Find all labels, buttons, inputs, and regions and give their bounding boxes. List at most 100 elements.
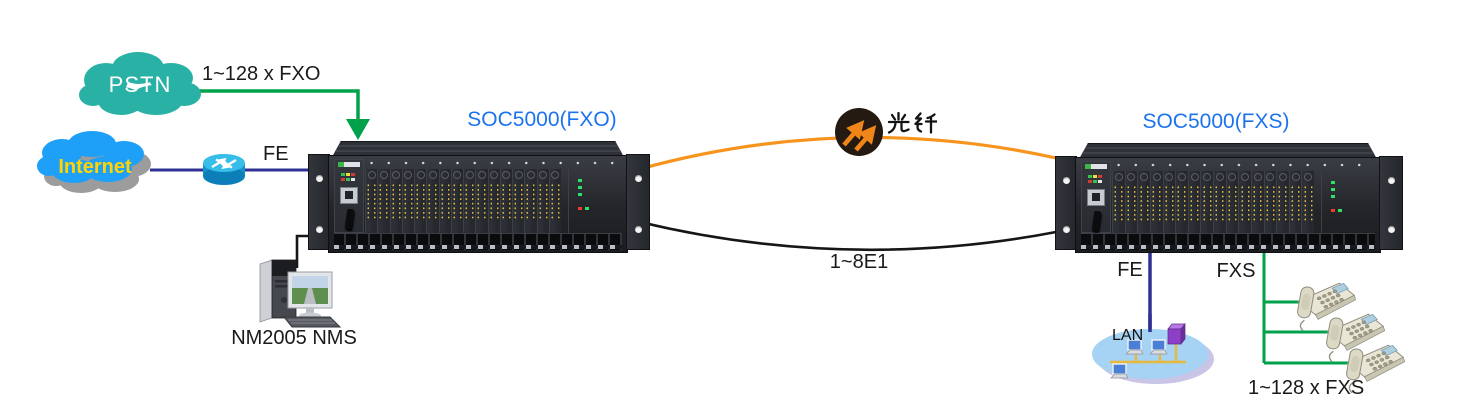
soc5000-fxs-title: SOC5000(FXS) (1142, 110, 1290, 133)
line-card (463, 169, 477, 233)
pstn-label: PSTN (108, 72, 172, 97)
line-card (1124, 171, 1138, 233)
card-handle (490, 171, 499, 179)
card-slots (1112, 171, 1315, 233)
chassis-body (328, 155, 628, 253)
line-card (1276, 171, 1290, 233)
connector-pins (1081, 245, 1375, 249)
connector-strip (334, 233, 622, 250)
toggle-switch (344, 208, 354, 230)
line-card (1301, 171, 1315, 233)
line-card (1149, 171, 1164, 233)
line-card (1137, 171, 1151, 233)
line-card (1162, 171, 1176, 233)
card-handle (416, 171, 425, 179)
toggle-switch (1091, 210, 1101, 232)
channel-leds (389, 183, 403, 220)
channel-leds (450, 183, 464, 220)
card-handle (1190, 173, 1199, 181)
channel-leds (1263, 185, 1277, 222)
card-handle (379, 171, 388, 179)
channel-leds (1251, 185, 1265, 222)
fxo-trunk-arrowhead (346, 119, 370, 140)
chassis-lid (1079, 143, 1377, 159)
alarm-led (578, 207, 582, 210)
fxo-trunk-line (197, 89, 360, 121)
card-handle (428, 171, 437, 179)
line-card (1288, 171, 1303, 233)
channel-leds (524, 183, 538, 220)
line-card (1187, 171, 1202, 233)
channel-leds (1238, 185, 1252, 222)
mount-ear-right (1379, 156, 1403, 250)
e1-arc (639, 220, 1057, 252)
mount-ear-left (308, 154, 330, 250)
channel-leds (438, 183, 452, 220)
ethernet-port-inner (345, 191, 353, 199)
card-handle (1253, 173, 1262, 181)
card-handle (539, 171, 548, 179)
chassis-lid (332, 141, 624, 157)
channel-leds (1162, 185, 1176, 222)
line-card (524, 169, 538, 233)
control-card (334, 159, 364, 233)
soc5000-fxs-chassis (1055, 143, 1403, 253)
brand-logo (1085, 164, 1107, 169)
channel-leds (426, 183, 440, 220)
channel-leds (512, 183, 526, 220)
e1-label: 1~8E1 (829, 251, 889, 273)
channel-leds (365, 183, 379, 220)
channel-leds (401, 183, 415, 220)
card-handle (1127, 173, 1136, 181)
connector-strip (1081, 233, 1375, 250)
screw-hole (315, 175, 323, 182)
power-card (568, 169, 599, 233)
card-handle (367, 171, 376, 179)
line-card (426, 169, 440, 233)
lan-server-icon (1167, 323, 1186, 345)
card-handle (1152, 173, 1161, 181)
card-handle (551, 171, 560, 179)
screw-hole (634, 175, 642, 182)
line-card (548, 169, 562, 233)
fxs-subscribers-label: 1~128 x FXS (1248, 377, 1365, 399)
card-handle (453, 171, 462, 179)
lan-pc-icons (1110, 339, 1168, 379)
connector-pins (334, 245, 622, 249)
chassis-body (1075, 157, 1381, 253)
screw-hole (1387, 177, 1395, 184)
line-card (438, 169, 452, 233)
channel-leds (536, 183, 550, 220)
channel-leds (1150, 185, 1164, 222)
line-card (1250, 171, 1265, 233)
line-card (475, 169, 489, 233)
power-card (1321, 171, 1352, 233)
card-handle (441, 171, 450, 179)
card-screw-row (363, 157, 617, 169)
ethernet-port (1087, 189, 1105, 206)
line-card (1225, 171, 1239, 233)
mount-ear-right (626, 154, 650, 250)
nms-computer-icon (259, 259, 342, 328)
power-leds (1331, 181, 1335, 184)
fxo-trunk-label: 1~128 x FXO (202, 63, 321, 85)
card-slots (365, 169, 562, 233)
lan-label: LAN (1112, 327, 1144, 344)
channel-leds (377, 183, 391, 220)
line-card (414, 169, 428, 233)
screw-hole (1062, 177, 1070, 184)
card-handle (502, 171, 511, 179)
card-handle (1228, 173, 1237, 181)
fxs-port-label: FXS (1216, 260, 1256, 282)
fe-left-label: FE (263, 143, 289, 165)
line-card (389, 169, 403, 233)
card-handle (465, 171, 474, 179)
card-handle (1140, 173, 1149, 181)
power-leds (578, 179, 582, 182)
channel-leds (463, 183, 477, 220)
ethernet-port-inner (1092, 193, 1100, 201)
line-card (1213, 171, 1227, 233)
channel-leds (1301, 185, 1315, 222)
card-handle (1215, 173, 1224, 181)
ethernet-port (340, 187, 358, 204)
